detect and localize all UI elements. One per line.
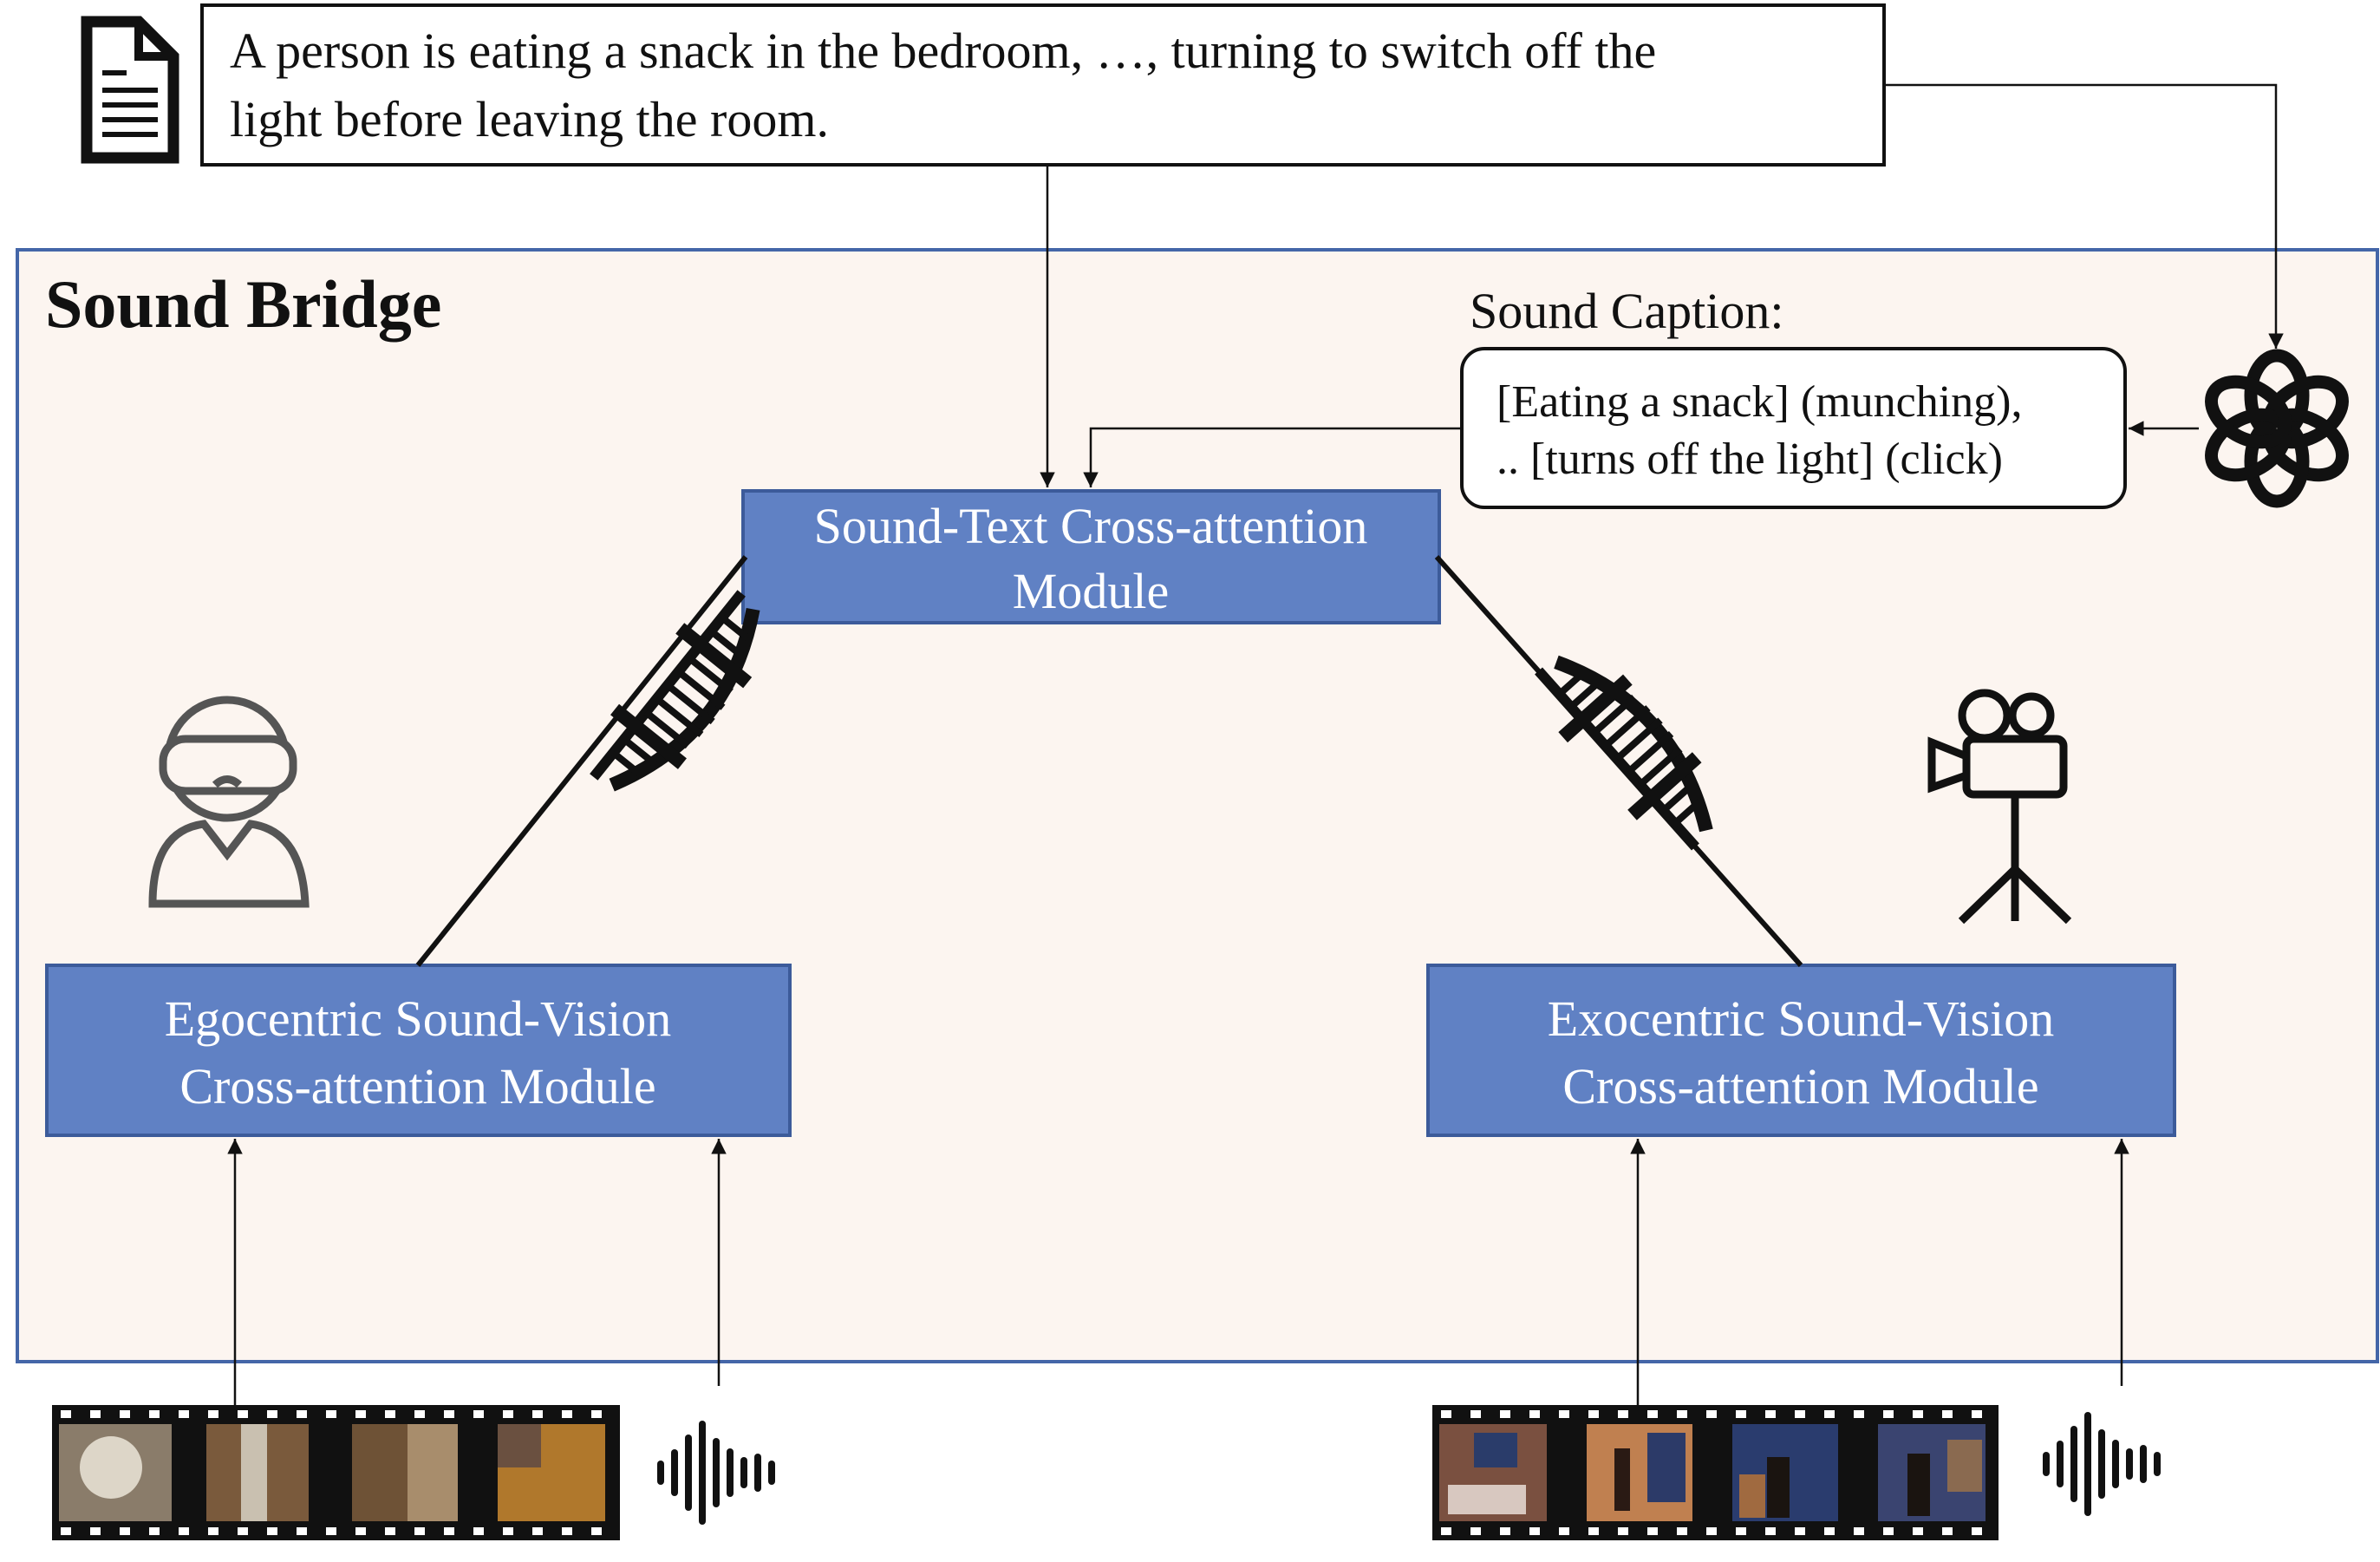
query-to-chatgpt-arrow [1884, 83, 2284, 349]
exo-audio-waveform-icon [2043, 1412, 2161, 1516]
document-icon [81, 16, 179, 164]
exocentric-sound-vision-module: Exocentric Sound-Vision Cross-attention … [1426, 964, 2176, 1137]
query-text-box: A person is eating a snack in the bedroo… [200, 3, 1886, 167]
sound-text-cross-attention-module: Sound-Text Cross-attention Module [741, 489, 1441, 624]
ego-module-line-2: Cross-attention Module [179, 1058, 655, 1114]
chatgpt-logo-icon [2205, 349, 2349, 508]
connectors [227, 83, 2284, 1405]
egocentric-sound-vision-module: Egocentric Sound-Vision Cross-attention … [45, 964, 792, 1137]
caption-to-sound-text-arrow [1083, 427, 1462, 487]
sound-text-module-line-2: Module [1013, 563, 1169, 619]
sound-text-module-line-1: Sound-Text Cross-attention [814, 498, 1368, 554]
ego-module-line-1: Egocentric Sound-Vision [165, 990, 671, 1047]
exo-module-line-1: Exocentric Sound-Vision [1548, 990, 2054, 1047]
panel-title: Sound Bridge [45, 266, 441, 342]
sound-caption-line-1: [Eating a snack] (munching), [1496, 377, 2022, 427]
right-bridge-link [1434, 555, 1803, 967]
left-bridge-link [415, 555, 789, 967]
vr-headset-person-icon [148, 696, 310, 908]
query-line-1: A person is eating a snack in the bedroo… [230, 23, 1656, 79]
ego-film-strip-icon [52, 1405, 620, 1540]
sound-caption-heading: Sound Caption: [1470, 283, 1784, 339]
exo-module-line-2: Cross-attention Module [1562, 1058, 2038, 1114]
exo-film-strip-icon [1432, 1405, 1999, 1540]
query-line-2: light before leaving the room. [230, 91, 829, 147]
ego-audio-waveform-icon [657, 1421, 775, 1525]
camera-tripod-icon [1927, 689, 2072, 925]
sound-caption-line-2: .. [turns off the light] (click) [1496, 435, 2003, 484]
sound-caption-box: [Eating a snack] (munching), .. [turns o… [1460, 347, 2127, 509]
